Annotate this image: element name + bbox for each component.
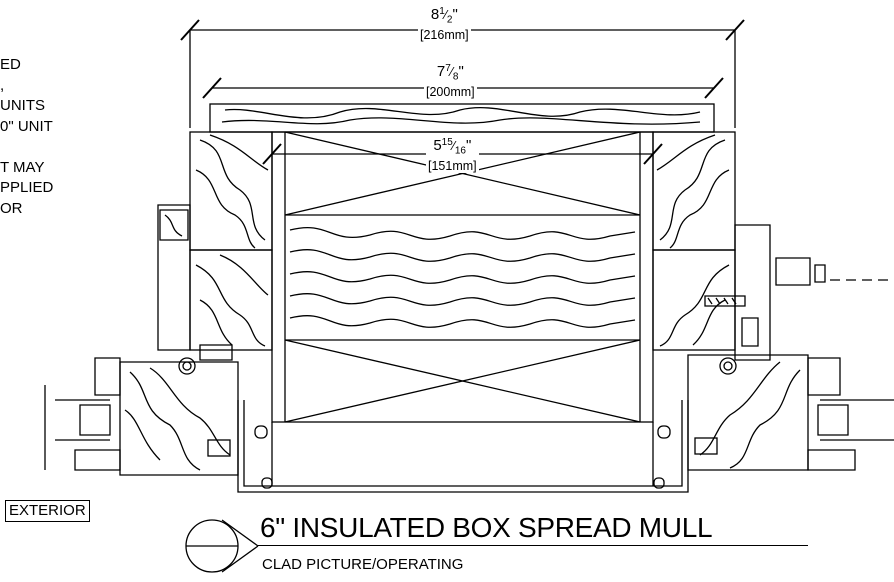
dimension-denominator: 2 — [446, 14, 453, 26]
section-marker-icon — [185, 519, 259, 573]
note-line — [0, 137, 53, 158]
note-line: T MAY — [0, 158, 45, 176]
left-jamb-block — [189, 131, 273, 351]
dimension-whole: 8 — [430, 6, 440, 24]
note-line: UNITS — [0, 97, 45, 114]
dimension-denominator: 16 — [454, 145, 466, 157]
dimension-denominator: 8 — [452, 71, 459, 83]
insulated-box — [271, 131, 654, 423]
dimension-cap: 77⁄8" [200mm] — [424, 62, 477, 99]
left-window-frame — [44, 204, 239, 476]
right-window-frame — [687, 224, 894, 471]
dimension-whole: 7 — [436, 63, 446, 81]
exterior-label: EXTERIOR — [5, 500, 90, 522]
note-line: , — [0, 76, 5, 94]
top-cap-board — [209, 103, 715, 133]
drawing-title: 6" INSULATED BOX SPREAD MULL — [260, 512, 713, 543]
right-jamb-block — [652, 131, 736, 351]
dimension-overall: 81⁄2" [216mm] — [418, 5, 471, 42]
dimension-whole: 5 — [433, 137, 442, 155]
drawing-subtitle: CLAD PICTURE/OPERATING — [262, 556, 464, 573]
note-line: PPLIED — [0, 179, 54, 196]
bottom-clad-channel — [237, 400, 689, 493]
general-notes: ED, UNITS 0" UNIT T MAY PPLIED OR — [0, 55, 53, 219]
note-line: ED — [0, 56, 21, 73]
dimension-numerator: 7 — [445, 63, 451, 74]
dimension-numerator: 1 — [439, 6, 445, 17]
dimension-metric: [200mm] — [426, 84, 475, 99]
note-line: OR — [0, 199, 23, 217]
dimension-box: 515⁄16" [151mm] — [426, 136, 479, 173]
note-line: 0" UNIT — [0, 117, 53, 135]
dimension-metric: [216mm] — [420, 27, 469, 42]
title-underline — [258, 545, 808, 546]
dimension-metric: [151mm] — [428, 158, 477, 173]
dimension-numerator: 15 — [441, 137, 453, 148]
